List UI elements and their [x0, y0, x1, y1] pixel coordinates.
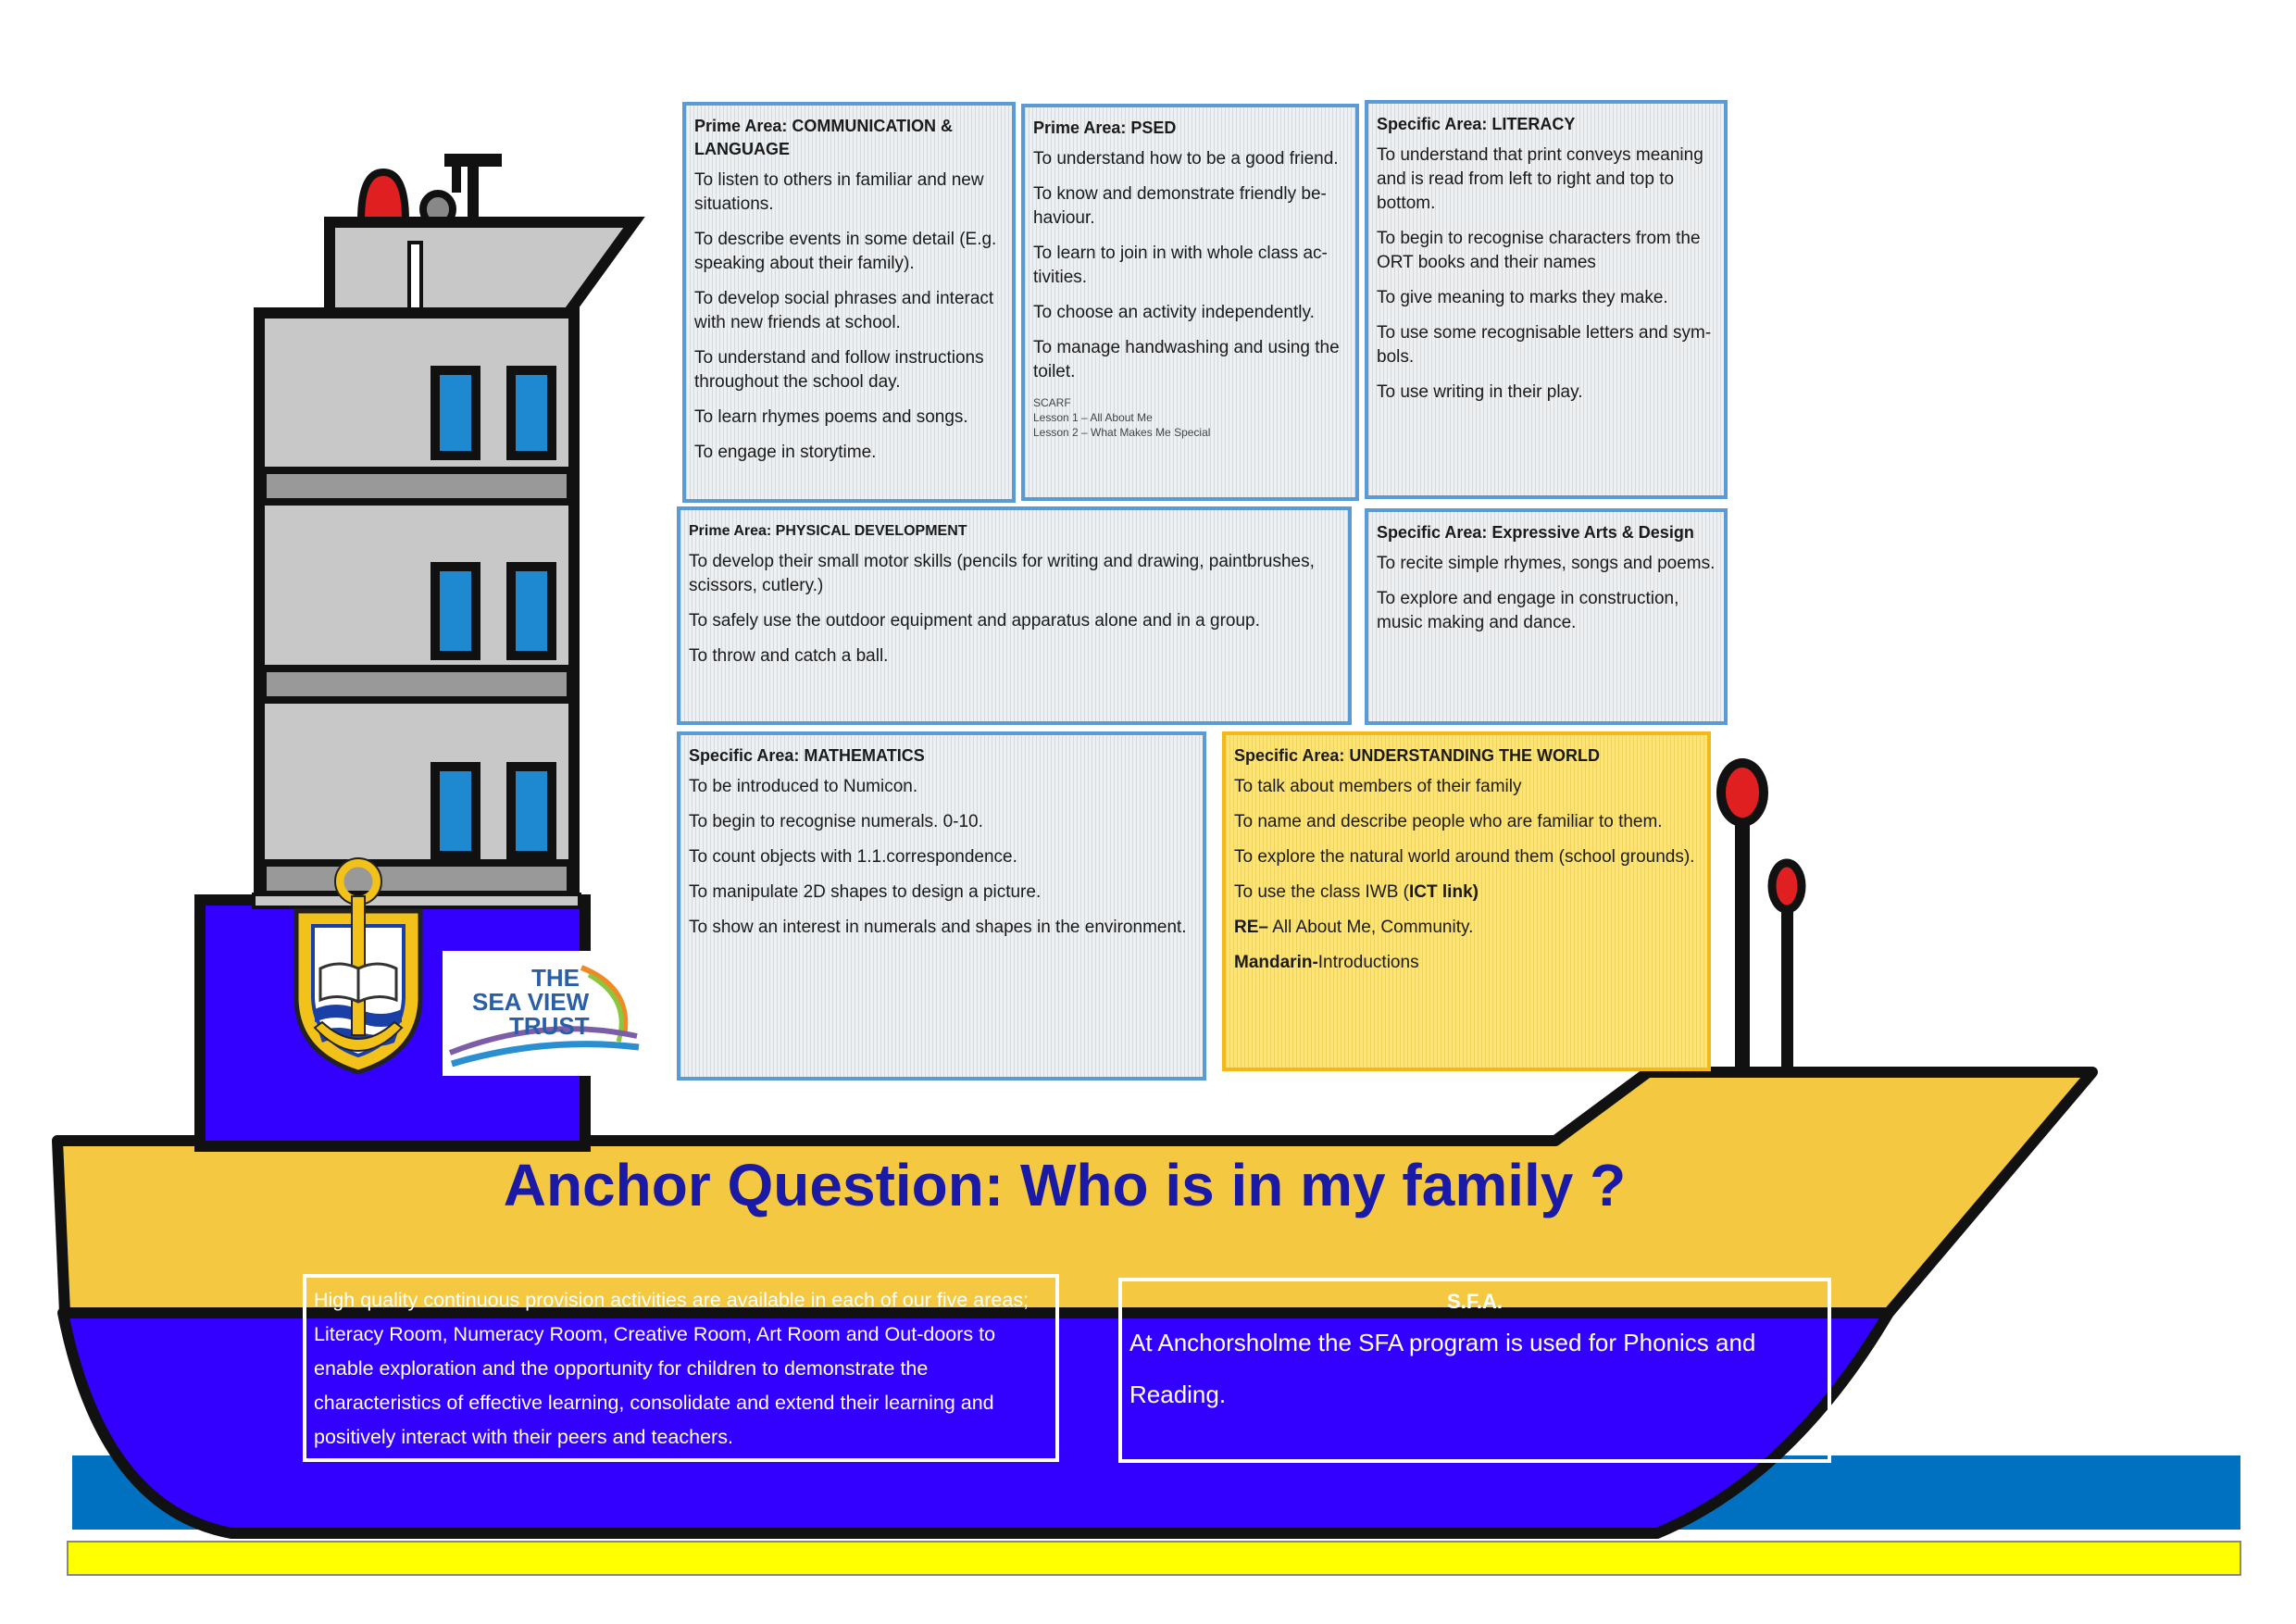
sfa-title: S.F.A.: [1447, 1290, 1503, 1313]
front-mast-2: [1781, 889, 1793, 1070]
sfa-box: S.F.A. At Anchorsholme the SFA program i…: [1118, 1278, 1831, 1463]
superstructure-base: [252, 893, 581, 909]
scarf-note: SCARF: [1033, 396, 1071, 409]
box-item: To safely use the outdoor equipment and …: [689, 611, 1260, 631]
box-item: RE– All About Me, Community.: [1234, 916, 1699, 940]
box-communication-language: Prime Area: COMMUNICATION & LANGUAGE To …: [682, 102, 1016, 503]
scarf-lesson-2: Lesson 2 – What Makes Me Special: [1033, 426, 1211, 439]
box-item: To choose an activity independently.: [1033, 303, 1315, 322]
floor-divider-1: [259, 467, 574, 506]
box-item: To manipulate 2D shapes to design a pict…: [689, 882, 1042, 902]
sea-yellow: [67, 1541, 2241, 1576]
trust-swoosh-icon: [448, 965, 640, 1068]
window-1a: [430, 366, 480, 460]
anchor-flukes: [313, 1020, 404, 1052]
provision-text: High quality continuous provision activi…: [314, 1289, 1029, 1448]
beacon-dome: [356, 168, 410, 224]
iwb-text: To use the class IWB (: [1234, 882, 1410, 902]
box-title: Specific Area: UNDERSTANDING THE WORLD: [1234, 746, 1601, 765]
box-title: Prime Area: COMMUNICATION & LANGUAGE: [694, 117, 954, 158]
trust-name-line2: SEA VIEW: [472, 988, 590, 1016]
ict-link-close: ): [1472, 882, 1479, 902]
box-item: To learn to join in with whole class ac-…: [1033, 244, 1328, 287]
box-item: Mandarin-Introductions: [1234, 951, 1699, 975]
bridge-deck: [324, 217, 645, 322]
box-item: To know and demonstrate friendly be-havi…: [1033, 184, 1327, 228]
window-2a: [430, 562, 480, 660]
box-item: To name and describe people who are fami…: [1234, 812, 1663, 831]
box-title: Specific Area: MATHEMATICS: [689, 746, 925, 765]
box-item: To describe events in some detail (E.g. …: [694, 230, 997, 273]
box-item: To learn rhymes poems and songs.: [694, 407, 968, 427]
box-item: To give meaning to marks they make.: [1377, 288, 1668, 307]
box-title: Prime Area: PHYSICAL DEVELOPMENT: [689, 523, 967, 539]
box-understanding-the-world: Specific Area: UNDERSTANDING THE WORLD T…: [1222, 731, 1711, 1071]
window-3b: [506, 762, 556, 860]
ict-link: ICT link: [1409, 882, 1473, 902]
swoosh-orange: [580, 965, 629, 1037]
box-item: To understand how to be a good friend.: [1033, 149, 1339, 169]
swoosh-purple: [448, 1026, 638, 1056]
mandarin-label: Mandarin-: [1234, 953, 1318, 972]
box-item: To develop social phrases and interact w…: [694, 289, 994, 332]
radar-mast: [468, 157, 479, 224]
box-item: To throw and catch a ball.: [689, 646, 889, 666]
re-label: RE–: [1234, 918, 1268, 937]
floor-divider-2: [259, 665, 574, 704]
sea-view-trust-logo: THE SEA VIEW TRUST: [443, 951, 648, 1076]
box-item: To count objects with 1.1.correspondence…: [689, 847, 1017, 867]
box-physical-development: Prime Area: PHYSICAL DEVELOPMENT To deve…: [677, 506, 1352, 725]
box-expressive-arts: Specific Area: Expressive Arts & Design …: [1365, 508, 1728, 725]
box-item: To begin to recognise characters from th…: [1377, 229, 1701, 272]
anchor-book-crest-icon: [293, 857, 423, 1075]
box-item: To understand and follow instructions th…: [694, 348, 984, 392]
swoosh-blue: [450, 1041, 640, 1068]
trust-name-line3: TRUST: [509, 1012, 590, 1040]
radar-bar: [444, 154, 502, 167]
box-item: To show an interest in numerals and shap…: [689, 918, 1187, 937]
scarf-lesson-1: Lesson 1 – All About Me: [1033, 411, 1153, 424]
trust-name-line1: THE: [531, 964, 580, 992]
window-3a: [430, 762, 480, 860]
re-text: All About Me, Community.: [1267, 918, 1474, 937]
box-item: To engage in storytime.: [694, 443, 877, 462]
box-item: To use some recognisable letters and sym…: [1377, 323, 1712, 367]
provision-box: High quality continuous provision activi…: [303, 1274, 1059, 1462]
front-mast-light-1: [1716, 758, 1768, 827]
box-item: To be introduced to Numicon.: [689, 777, 918, 796]
box-mathematics: Specific Area: MATHEMATICS To be introdu…: [677, 731, 1206, 1081]
anchor-question: Anchor Question: Who is in my family ?: [503, 1152, 1627, 1218]
box-item: To explore the natural world around them…: [1234, 847, 1695, 867]
box-item: To listen to others in familiar and new …: [694, 170, 984, 214]
windows: [430, 366, 556, 860]
floor-divider-3: [259, 859, 574, 898]
box-item: To begin to recognise numerals. 0-10.: [689, 812, 983, 831]
window-2b: [506, 562, 556, 660]
box-item: To develop their small motor skills (pen…: [689, 552, 1315, 595]
box-item: To explore and engage in construction, m…: [1377, 589, 1679, 632]
mandarin-text: Introductions: [1317, 953, 1419, 972]
box-item: To understand that print conveys meaning…: [1377, 145, 1703, 213]
box-item: To recite simple rhymes, songs and poems…: [1377, 554, 1716, 573]
box-item: To use the class IWB (ICT link): [1234, 881, 1699, 905]
box-item: To manage handwashing and using the toil…: [1033, 338, 1340, 381]
sfa-text: At Anchorsholme the SFA program is used …: [1129, 1329, 1756, 1408]
box-title: Specific Area: Expressive Arts & Design: [1377, 523, 1694, 542]
box-item: To talk about members of their family: [1234, 777, 1522, 796]
box-title: Specific Area: LITERACY: [1377, 115, 1576, 133]
bridge-window: [407, 241, 423, 317]
box-psed: Prime Area: PSED To understand how to be…: [1021, 104, 1359, 501]
box-title: Prime Area: PSED: [1033, 119, 1177, 137]
radar-mast-2: [452, 165, 461, 193]
box-item: To use writing in their play.: [1377, 382, 1583, 402]
front-mast-1: [1735, 813, 1750, 1070]
box-literacy: Specific Area: LITERACY To understand th…: [1365, 100, 1728, 499]
window-1b: [506, 366, 556, 460]
front-mast-light-2: [1767, 858, 1806, 914]
